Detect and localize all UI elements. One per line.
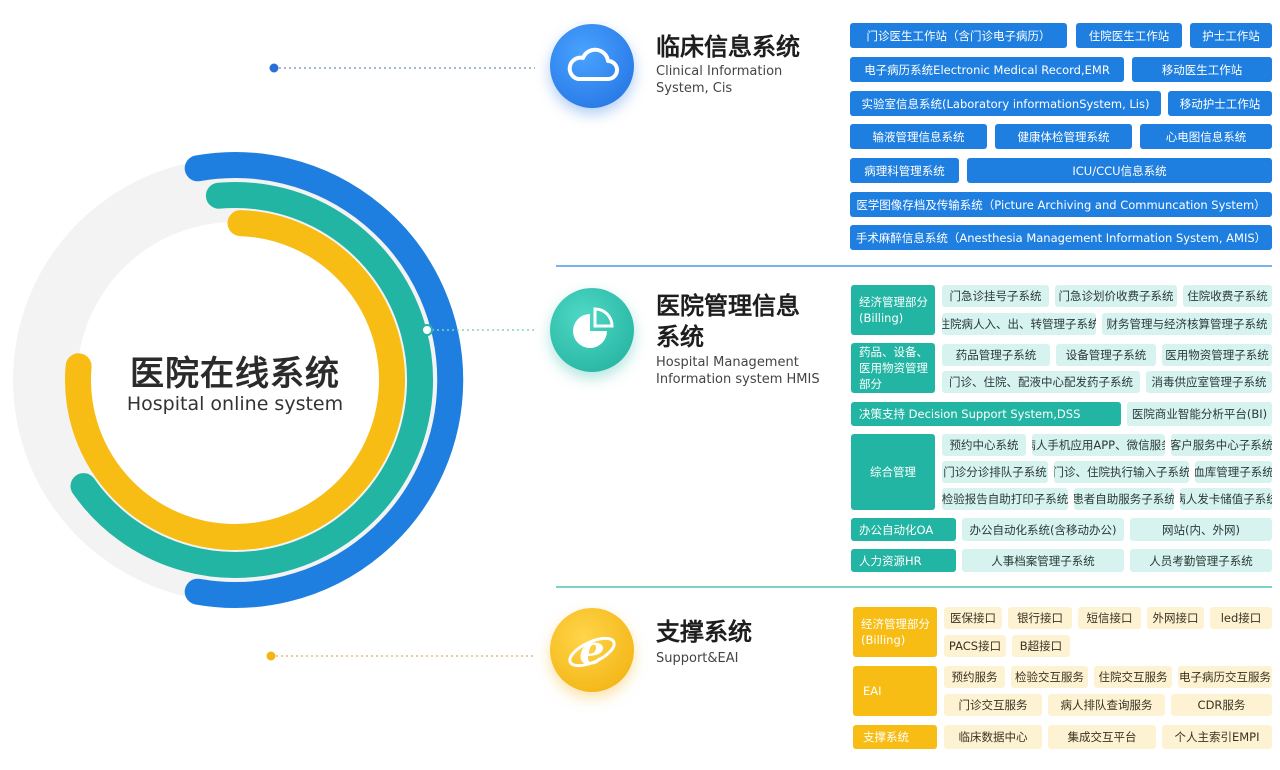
clinical-tag: 实验室信息系统(Laboratory informationSystem, Li… xyxy=(850,91,1161,116)
clinical-tag: 医学图像存档及传输系统（Picture Archiving and Commun… xyxy=(850,192,1272,217)
clinical-tag: 护士工作站 xyxy=(1190,23,1272,48)
support-tag: 检验交互服务 xyxy=(1011,666,1088,688)
clinical-tag: 移动医生工作站 xyxy=(1132,57,1272,82)
connector-dot-bottom xyxy=(266,651,276,661)
hmis-title-line2: 系统 xyxy=(656,323,704,351)
clinical-tag: 病理科管理系统 xyxy=(850,158,959,183)
clinical-tag: 手术麻醉信息系统（Anesthesia Management Informati… xyxy=(850,225,1272,250)
clinical-tag: ICU/CCU信息系统 xyxy=(967,158,1272,183)
hmis-subtitle-line2: Information system HMIS xyxy=(656,372,820,387)
pie-chart-icon xyxy=(573,307,614,348)
hmis-tag: 网站(内、外网) xyxy=(1130,518,1272,541)
support-tag: 银行接口 xyxy=(1008,607,1072,629)
support-eai-label: EAI xyxy=(853,666,937,716)
support-tag: 病人排队查询服务 xyxy=(1048,694,1165,716)
hmis-icon-badge xyxy=(550,288,634,372)
ring-graphic xyxy=(13,63,535,661)
hmis-tag: 人员考勤管理子系统 xyxy=(1130,549,1272,572)
hmis-tag: 药品管理子系统 xyxy=(942,344,1050,366)
hmis-tag: 预约中心系统 xyxy=(942,434,1026,456)
support-tag: CDR服务 xyxy=(1171,694,1272,716)
hmis-tag: 病人手机应用APP、微信服务 xyxy=(1032,434,1165,456)
hmis-general-label: 综合管理 xyxy=(851,434,935,510)
hmis-oa-label: 办公自动化OA xyxy=(851,518,956,541)
center-title: 医院在线系统 xyxy=(130,354,340,394)
hmis-tag: 人事档案管理子系统 xyxy=(962,549,1124,572)
support-tag: B超接口 xyxy=(1012,635,1070,657)
divider-blue xyxy=(556,265,1272,267)
hmis-billing-label: 经济管理部分(Billing) xyxy=(851,285,935,335)
support-tag: 外网接口 xyxy=(1147,607,1204,629)
support-tag: 个人主索引EMPI xyxy=(1162,725,1272,749)
hmis-subtitle-line1: Hospital Management xyxy=(656,355,799,370)
support-icon-badge: e xyxy=(550,608,634,692)
support-tag: 门诊交互服务 xyxy=(944,694,1042,716)
support-tag: 集成交互平台 xyxy=(1048,725,1156,749)
hmis-tag: 医用物资管理子系统 xyxy=(1162,344,1272,366)
connector-dot-mid xyxy=(421,324,433,336)
hmis-dss-label: 决策支持 Decision Support System,DSS xyxy=(851,402,1121,426)
hmis-tag: 门急诊划价收费子系统 xyxy=(1055,285,1177,307)
hmis-drugs-label: 药品、设备、医用物资管理部分 xyxy=(851,343,935,393)
hmis-tag: 设备管理子系统 xyxy=(1056,344,1156,366)
center-subtitle: Hospital online system xyxy=(126,393,344,415)
support-tag: 电子病历交互服务 xyxy=(1178,666,1272,688)
hmis-tag: 消毒供应室管理子系统 xyxy=(1146,371,1272,393)
clinical-tag: 输液管理信息系统 xyxy=(850,124,987,149)
ie-browser-icon: e xyxy=(568,627,616,674)
clinical-subtitle-line1: Clinical Information xyxy=(656,64,783,79)
support-tag: 短信接口 xyxy=(1078,607,1141,629)
clinical-tag: 移动护士工作站 xyxy=(1168,91,1272,116)
support-tag: 医保接口 xyxy=(944,607,1002,629)
divider-teal xyxy=(556,586,1272,588)
teal-arc xyxy=(70,182,434,578)
cloud-icon xyxy=(567,47,619,81)
clinical-tag: 住院医生工作站 xyxy=(1076,23,1182,48)
inner-disc xyxy=(77,222,393,538)
blue-arc xyxy=(184,152,464,608)
hmis-tag: 医院商业智能分析平台(BI) xyxy=(1127,402,1272,426)
support-tag: 预约服务 xyxy=(944,666,1005,688)
support-subtitle: Support&EAI xyxy=(656,651,739,666)
amber-arc xyxy=(65,210,405,550)
hmis-hr-label: 人力资源HR xyxy=(851,549,956,572)
clinical-title: 临床信息系统 xyxy=(656,33,800,61)
hmis-tag: 门诊、住院执行输入子系统 xyxy=(1054,461,1189,483)
hmis-tag: 检验报告自助打印子系统 xyxy=(942,488,1068,510)
clinical-tag: 健康体检管理系统 xyxy=(995,124,1132,149)
clinical-subtitle-line2: System, Cis xyxy=(656,81,733,96)
hmis-tag: 办公自动化系统(含移动办公) xyxy=(962,518,1124,541)
clinical-tag: 门诊医生工作站（含门诊电子病历） xyxy=(850,23,1067,48)
hmis-tag: 住院收费子系统 xyxy=(1183,285,1272,307)
hmis-tag: 财务管理与经济核算管理子系统 xyxy=(1102,313,1272,335)
clinical-tag: 电子病历系统Electronic Medical Record,EMR xyxy=(850,57,1124,82)
support-tag: 临床数据中心 xyxy=(944,725,1042,749)
hmis-tag: 血库管理子系统 xyxy=(1195,461,1272,483)
support-title: 支撑系统 xyxy=(656,618,752,646)
hmis-tag: 门诊分诊排队子系统 xyxy=(942,461,1048,483)
support-tag: 住院交互服务 xyxy=(1094,666,1172,688)
clinical-tag: 心电图信息系统 xyxy=(1140,124,1272,149)
hmis-title-line1: 医院管理信息 xyxy=(656,292,800,320)
support-billing-label: 经济管理部分(Billing) xyxy=(853,607,937,657)
hmis-tag: 住院病人入、出、转管理子系统 xyxy=(942,313,1096,335)
hmis-tag: 客户服务中心子系统 xyxy=(1171,434,1272,456)
support-sys-label: 支撑系统 xyxy=(853,725,937,749)
hmis-tag: 门诊、住院、配液中心配发药子系统 xyxy=(942,371,1140,393)
hmis-tag: 病人发卡储值子系统 xyxy=(1180,488,1272,510)
hmis-tag: 患者自助服务子系统 xyxy=(1074,488,1174,510)
support-tag: led接口 xyxy=(1210,607,1272,629)
hmis-tag: 门急诊挂号子系统 xyxy=(942,285,1049,307)
clinical-icon-badge xyxy=(550,24,634,108)
support-tag: PACS接口 xyxy=(944,635,1006,657)
svg-text:e: e xyxy=(579,627,604,674)
connector-dot-top xyxy=(269,63,279,73)
